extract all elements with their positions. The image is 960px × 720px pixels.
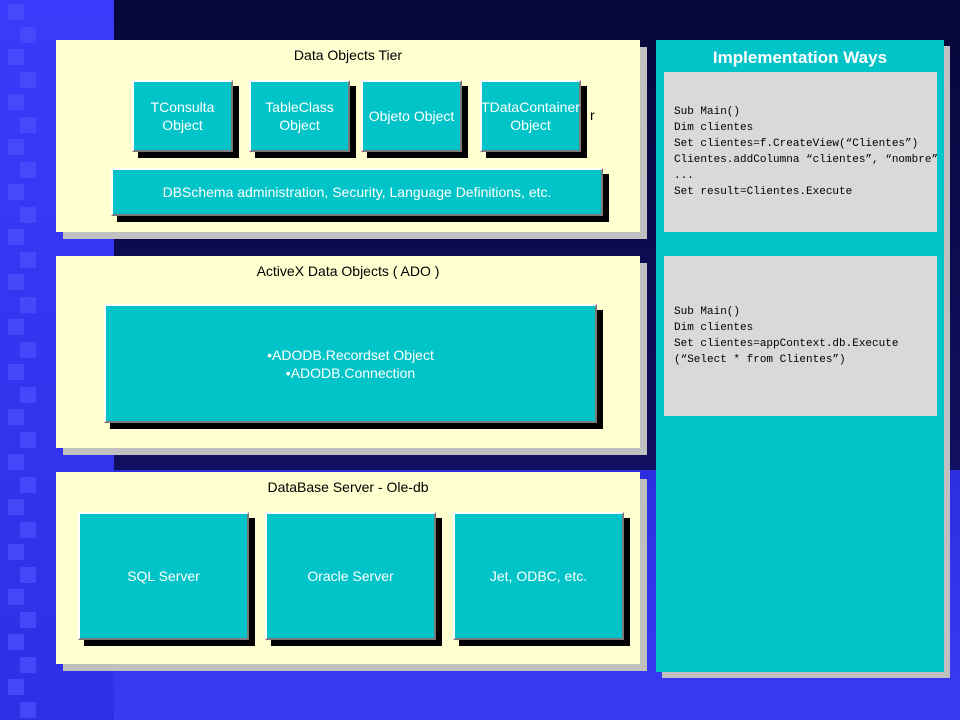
decorative-square bbox=[8, 589, 24, 605]
decorative-square bbox=[8, 634, 24, 650]
code-line: Sub Main() bbox=[674, 106, 741, 118]
code-line: Set result=Clientes.Execute bbox=[674, 186, 853, 198]
adodb-connection-item: •ADODB.Connection bbox=[285, 364, 416, 381]
decorative-square bbox=[8, 679, 24, 695]
tableclass-object-box[interactable]: TableClass Object bbox=[249, 80, 350, 152]
implementation-ways-title: Implementation Ways bbox=[712, 48, 888, 67]
decorative-square bbox=[20, 296, 36, 313]
decorative-square bbox=[20, 161, 36, 178]
objeto-object-box[interactable]: Objeto Object bbox=[361, 80, 462, 152]
decorative-square bbox=[20, 701, 36, 718]
decorative-square bbox=[20, 476, 36, 493]
decorative-square bbox=[8, 229, 24, 245]
code-line: (“Select * from Clientes”) bbox=[674, 354, 846, 366]
server-label: SQL Server bbox=[127, 568, 200, 584]
decorative-square bbox=[20, 26, 36, 43]
decorative-square bbox=[20, 206, 36, 223]
decorative-square bbox=[20, 521, 36, 538]
server-label: Jet, ODBC, etc. bbox=[489, 568, 588, 584]
code-line: Set clientes=f.CreateView(“Clientes”) bbox=[674, 138, 919, 150]
decorative-square bbox=[8, 274, 24, 290]
adodb-objects-box[interactable]: •ADODB.Recordset Object •ADODB.Connectio… bbox=[104, 304, 597, 423]
decorative-square bbox=[8, 4, 24, 20]
code-line: Set clientes=appContext.db.Execute bbox=[674, 338, 899, 350]
code-line: Sub Main() bbox=[674, 306, 741, 318]
code-line: Clientes.addColumna “clientes”, “nombre” bbox=[674, 154, 937, 166]
stray-text: r bbox=[590, 107, 595, 123]
code-sample-1: Sub Main() Dim clientes Set clientes=f.C… bbox=[664, 72, 937, 232]
decorative-square bbox=[8, 454, 24, 470]
decorative-square bbox=[20, 341, 36, 358]
data-objects-tier-title: Data Objects Tier bbox=[293, 47, 403, 63]
code-line: Dim clientes bbox=[674, 322, 754, 334]
code-sample-2: Sub Main() Dim clientes Set clientes=app… bbox=[664, 256, 937, 416]
decorative-square bbox=[20, 71, 36, 88]
sql-server-box[interactable]: SQL Server bbox=[78, 512, 249, 640]
ado-tier-title: ActiveX Data Objects ( ADO ) bbox=[256, 263, 440, 279]
tdatacontainer-object-box[interactable]: TDataContainer Object bbox=[480, 80, 581, 152]
server-label: Oracle Server bbox=[307, 568, 394, 584]
decorative-square bbox=[20, 611, 36, 628]
decorative-square bbox=[20, 251, 36, 268]
decorative-square bbox=[8, 94, 24, 110]
decorative-square bbox=[8, 544, 24, 560]
decorative-square bbox=[8, 409, 24, 425]
decorative-square bbox=[8, 139, 24, 155]
decorative-square bbox=[8, 184, 24, 200]
decorative-squares bbox=[0, 0, 40, 720]
box-label-line1: TableClass bbox=[265, 99, 334, 115]
decorative-square bbox=[8, 364, 24, 380]
decorative-square bbox=[8, 499, 24, 515]
code-line: ... bbox=[674, 170, 694, 182]
decorative-square bbox=[20, 386, 36, 403]
box-label-line1: TDataContainer bbox=[481, 99, 580, 115]
jet-odbc-box[interactable]: Jet, ODBC, etc. bbox=[453, 512, 624, 640]
box-label-line2: Object bbox=[279, 117, 320, 133]
decorative-square bbox=[20, 656, 36, 673]
decorative-square bbox=[20, 431, 36, 448]
dbschema-admin-box[interactable]: DBSchema administration, Security, Langu… bbox=[111, 168, 603, 216]
decorative-square bbox=[8, 319, 24, 335]
decorative-square bbox=[20, 116, 36, 133]
box-label-line1: Objeto Object bbox=[368, 108, 455, 124]
decorative-square bbox=[8, 49, 24, 65]
oracle-server-box[interactable]: Oracle Server bbox=[265, 512, 436, 640]
decorative-square bbox=[20, 566, 36, 583]
adodb-recordset-item: •ADODB.Recordset Object bbox=[267, 346, 434, 363]
db-server-tier-title: DataBase Server - Ole-db bbox=[267, 479, 429, 495]
box-label-line1: TConsulta bbox=[150, 99, 215, 115]
code-line: Dim clientes bbox=[674, 122, 754, 134]
box-label-line2: Object bbox=[162, 117, 203, 133]
admin-box-label: DBSchema administration, Security, Langu… bbox=[162, 184, 552, 200]
tconsulta-object-box[interactable]: TConsulta Object bbox=[132, 80, 233, 152]
box-label-line2: Object bbox=[510, 117, 551, 133]
